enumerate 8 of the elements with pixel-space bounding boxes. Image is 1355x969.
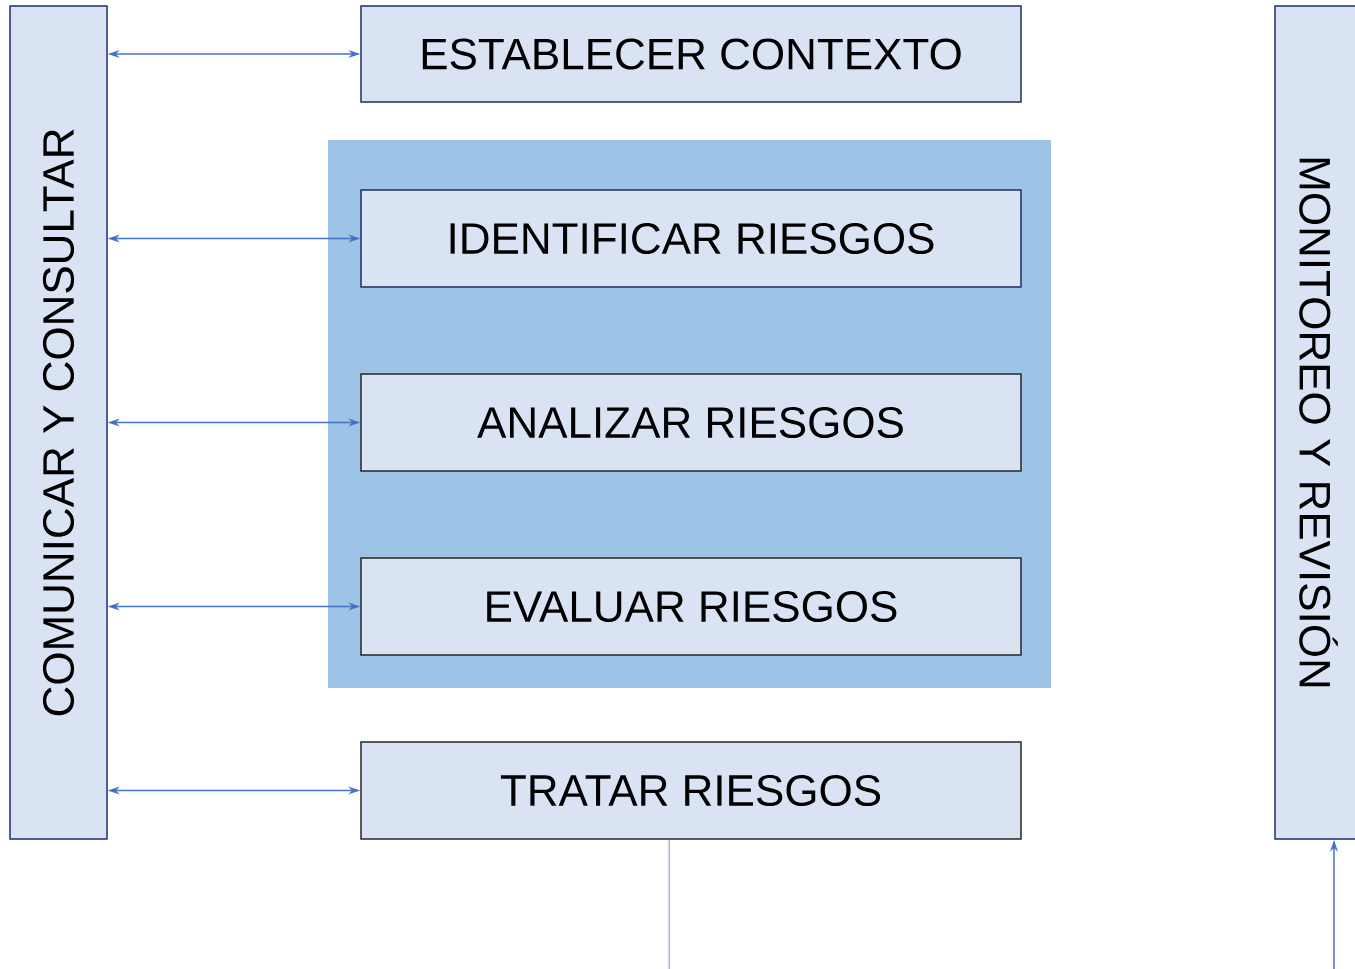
line — [668, 839, 670, 969]
process-box: EVALUAR RIESGOS — [360, 557, 1022, 656]
process-box: TRATAR RIESGOS — [360, 741, 1022, 840]
process-box: IDENTIFICAR RIESGOS — [360, 189, 1022, 288]
vertical-band: COMUNICAR Y CONSULTAR — [9, 5, 108, 840]
vertical-band: MONITOREO Y REVISIÓN — [1274, 5, 1355, 840]
process-box: ANALIZAR RIESGOS — [360, 373, 1022, 472]
process-box: ESTABLECER CONTEXTO — [360, 5, 1022, 103]
